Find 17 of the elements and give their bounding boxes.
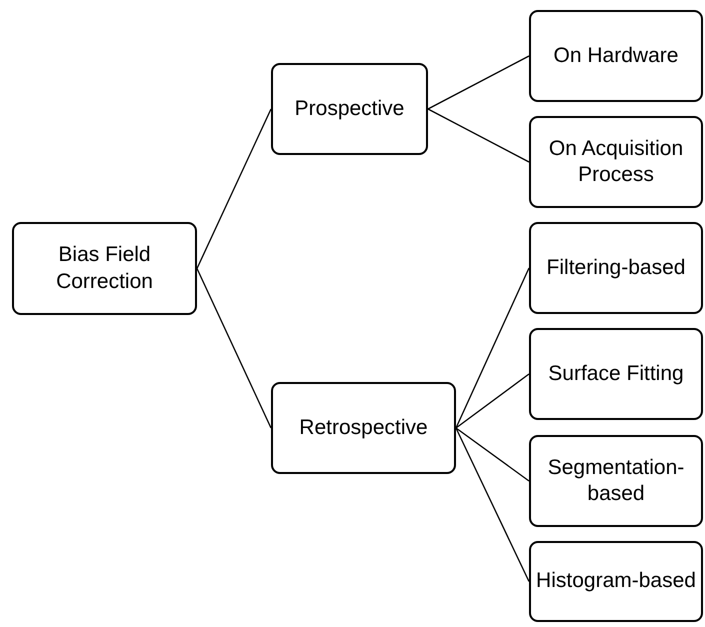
connector-line bbox=[456, 427, 530, 482]
category-box: Histogram-based bbox=[529, 541, 703, 622]
category-box: Retrospective bbox=[271, 382, 456, 474]
category-box: Bias Field Correction bbox=[12, 222, 197, 315]
connector-line bbox=[428, 108, 530, 163]
connector-line bbox=[455, 428, 530, 582]
connector-line bbox=[456, 373, 530, 429]
category-box: Filtering-based bbox=[529, 222, 703, 314]
category-box: Surface Fitting bbox=[529, 328, 703, 420]
connector-line bbox=[196, 108, 272, 269]
category-box: On Hardware bbox=[529, 10, 703, 102]
category-box: Prospective bbox=[271, 63, 428, 155]
connector-line bbox=[428, 55, 530, 110]
connector-line bbox=[455, 268, 530, 428]
category-box: On Acquisition Process bbox=[529, 116, 703, 208]
category-box: Segmentation-based bbox=[529, 435, 703, 527]
connector-line bbox=[196, 268, 272, 428]
